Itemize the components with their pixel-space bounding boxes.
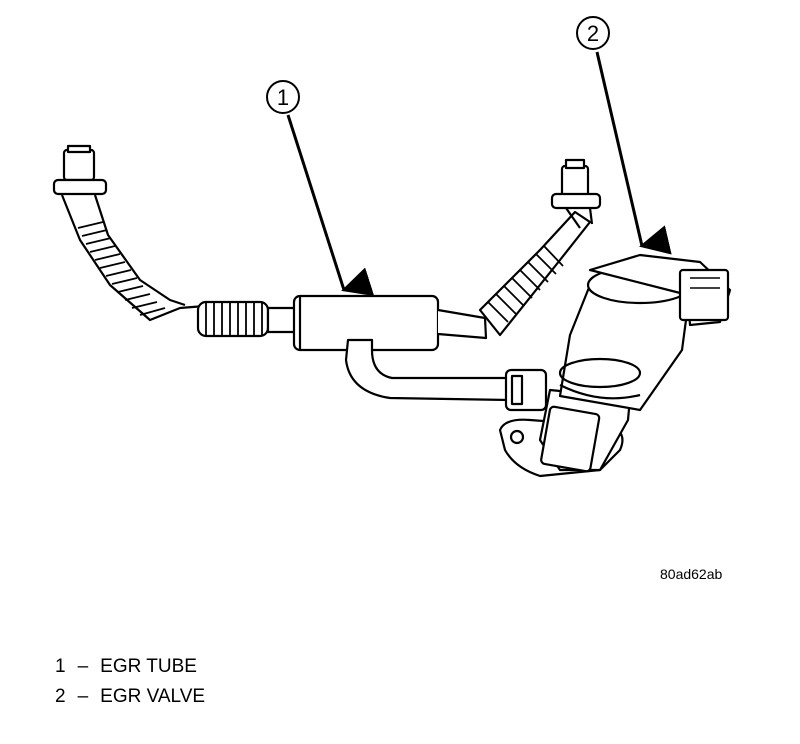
legend-item-1: 1–EGR TUBE [55,652,205,682]
egr-valve-drawing [498,253,732,478]
legend-item-label: EGR TUBE [100,656,197,677]
egr-tube-drawing [52,144,602,412]
callout-1-number: 1 [277,85,289,110]
callout-2: 2 [576,16,610,50]
left-flex-hose [77,221,166,316]
legend-item-separator: – [77,686,89,707]
legend-item-label: EGR VALVE [100,686,206,707]
legend-item-2: 2–EGR VALVE [55,682,205,712]
callout-2-leader-arrow [595,51,672,255]
callout-1: 1 [266,80,300,114]
callout-1-leader-arrow [286,114,375,297]
callout-2-number: 2 [587,21,599,46]
right-flex-hose [487,245,564,323]
legend-item-number: 1 [55,656,66,677]
legend: 1–EGR TUBE 2–EGR VALVE [55,652,205,712]
legend-item-separator: – [77,656,89,677]
legend-item-number: 2 [55,686,66,707]
figure-id-label: 80ad62ab [660,566,723,582]
